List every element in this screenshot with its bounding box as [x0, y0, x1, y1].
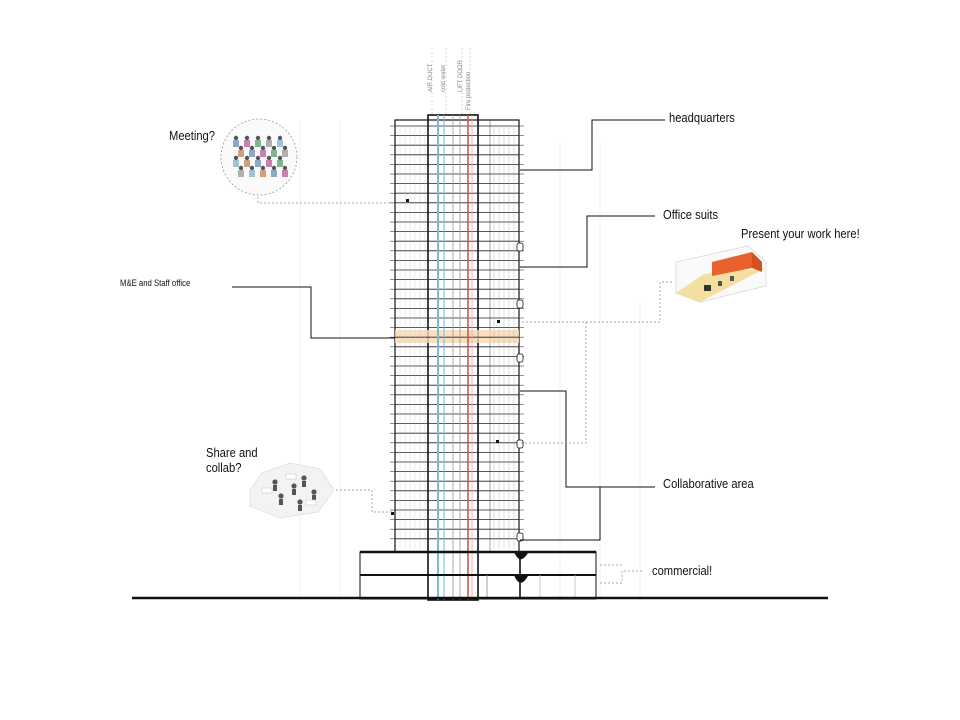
meeting-person-head [260, 165, 266, 171]
label-share-line1: Share and [206, 445, 258, 460]
meeting-person-head [255, 135, 261, 141]
meeting-person-body [238, 150, 244, 157]
leader-lines [232, 119, 665, 541]
label-office-suits: Office suits [663, 207, 719, 222]
leader-present-2 [520, 322, 587, 444]
dashed-leaders [257, 197, 672, 584]
balcony-nubs [516, 242, 524, 542]
meeting-person-body [271, 150, 277, 157]
presentation-vignette [675, 245, 767, 303]
meeting-person-body [271, 170, 277, 177]
label-headquarters: headquarters [669, 110, 735, 125]
meeting-person-body [277, 140, 283, 147]
riser-label-cold-water: cold water [441, 64, 447, 92]
background-hatch [299, 120, 641, 600]
meeting-person-head [277, 135, 283, 141]
meeting-vignette [220, 118, 298, 196]
meeting-person-head [271, 165, 277, 171]
meeting-person-body [282, 170, 288, 177]
meeting-person-body [233, 160, 239, 167]
meeting-person-body [266, 140, 272, 147]
floor-slabs [390, 125, 524, 549]
meeting-person-body [255, 160, 261, 167]
meeting-person-body [277, 160, 283, 167]
meeting-person-body [238, 170, 244, 177]
leader-office-suits [520, 215, 655, 268]
tower-frame [394, 114, 520, 601]
meeting-person-head [260, 145, 266, 151]
meeting-person-body [260, 150, 266, 157]
meeting-person-head [238, 145, 244, 151]
leader-me-staff [232, 286, 395, 339]
meeting-person-head [255, 155, 261, 161]
leader-headquarters [520, 119, 665, 171]
meeting-person-head [271, 145, 277, 151]
meeting-person-body [282, 150, 288, 157]
leader-commercial [600, 570, 642, 584]
meeting-person-head [238, 165, 244, 171]
meeting-person-body [255, 140, 261, 147]
meeting-person-body [233, 140, 239, 147]
leader-meeting [257, 197, 395, 204]
leader-share [332, 489, 395, 513]
podium [359, 550, 597, 600]
meeting-person-head [266, 135, 272, 141]
meeting-person-body [266, 160, 272, 167]
meeting-person-head [266, 155, 272, 161]
meeting-person-head [233, 135, 239, 141]
meeting-person-head [249, 145, 255, 151]
meeting-person-head [277, 155, 283, 161]
leader-collaborative [520, 390, 655, 488]
meeting-person-body [249, 170, 255, 177]
meeting-person-body [260, 170, 266, 177]
riser-label-fire-protection: Fire protection [466, 71, 472, 110]
meeting-person-body [244, 140, 250, 147]
service-risers [431, 48, 473, 600]
riser-label-lift-door: LIFT DOOR [458, 60, 464, 92]
meeting-person-body [244, 160, 250, 167]
meeting-person-head [244, 155, 250, 161]
label-me-staff-office: M&E and Staff office [120, 278, 191, 288]
label-meeting: Meeting? [169, 128, 215, 143]
meeting-person-head [249, 165, 255, 171]
meeting-person-head [282, 165, 288, 171]
label-share-line2: collab? [206, 460, 242, 475]
share-collab-vignette [249, 462, 335, 519]
label-collaborative-area: Collaborative area [663, 476, 754, 491]
label-commercial: commercial! [652, 563, 713, 578]
leader-collaborative-2 [520, 487, 601, 541]
meeting-person-body [249, 150, 255, 157]
floor-markers [391, 199, 500, 515]
meeting-person-head [282, 145, 288, 151]
meeting-person-head [233, 155, 239, 161]
riser-label-air-duct: AIR DUCT [428, 63, 434, 92]
leader-present [520, 281, 672, 323]
highlighted-floor [395, 330, 519, 343]
label-present-work: Present your work here! [741, 226, 860, 241]
meeting-person-head [244, 135, 250, 141]
